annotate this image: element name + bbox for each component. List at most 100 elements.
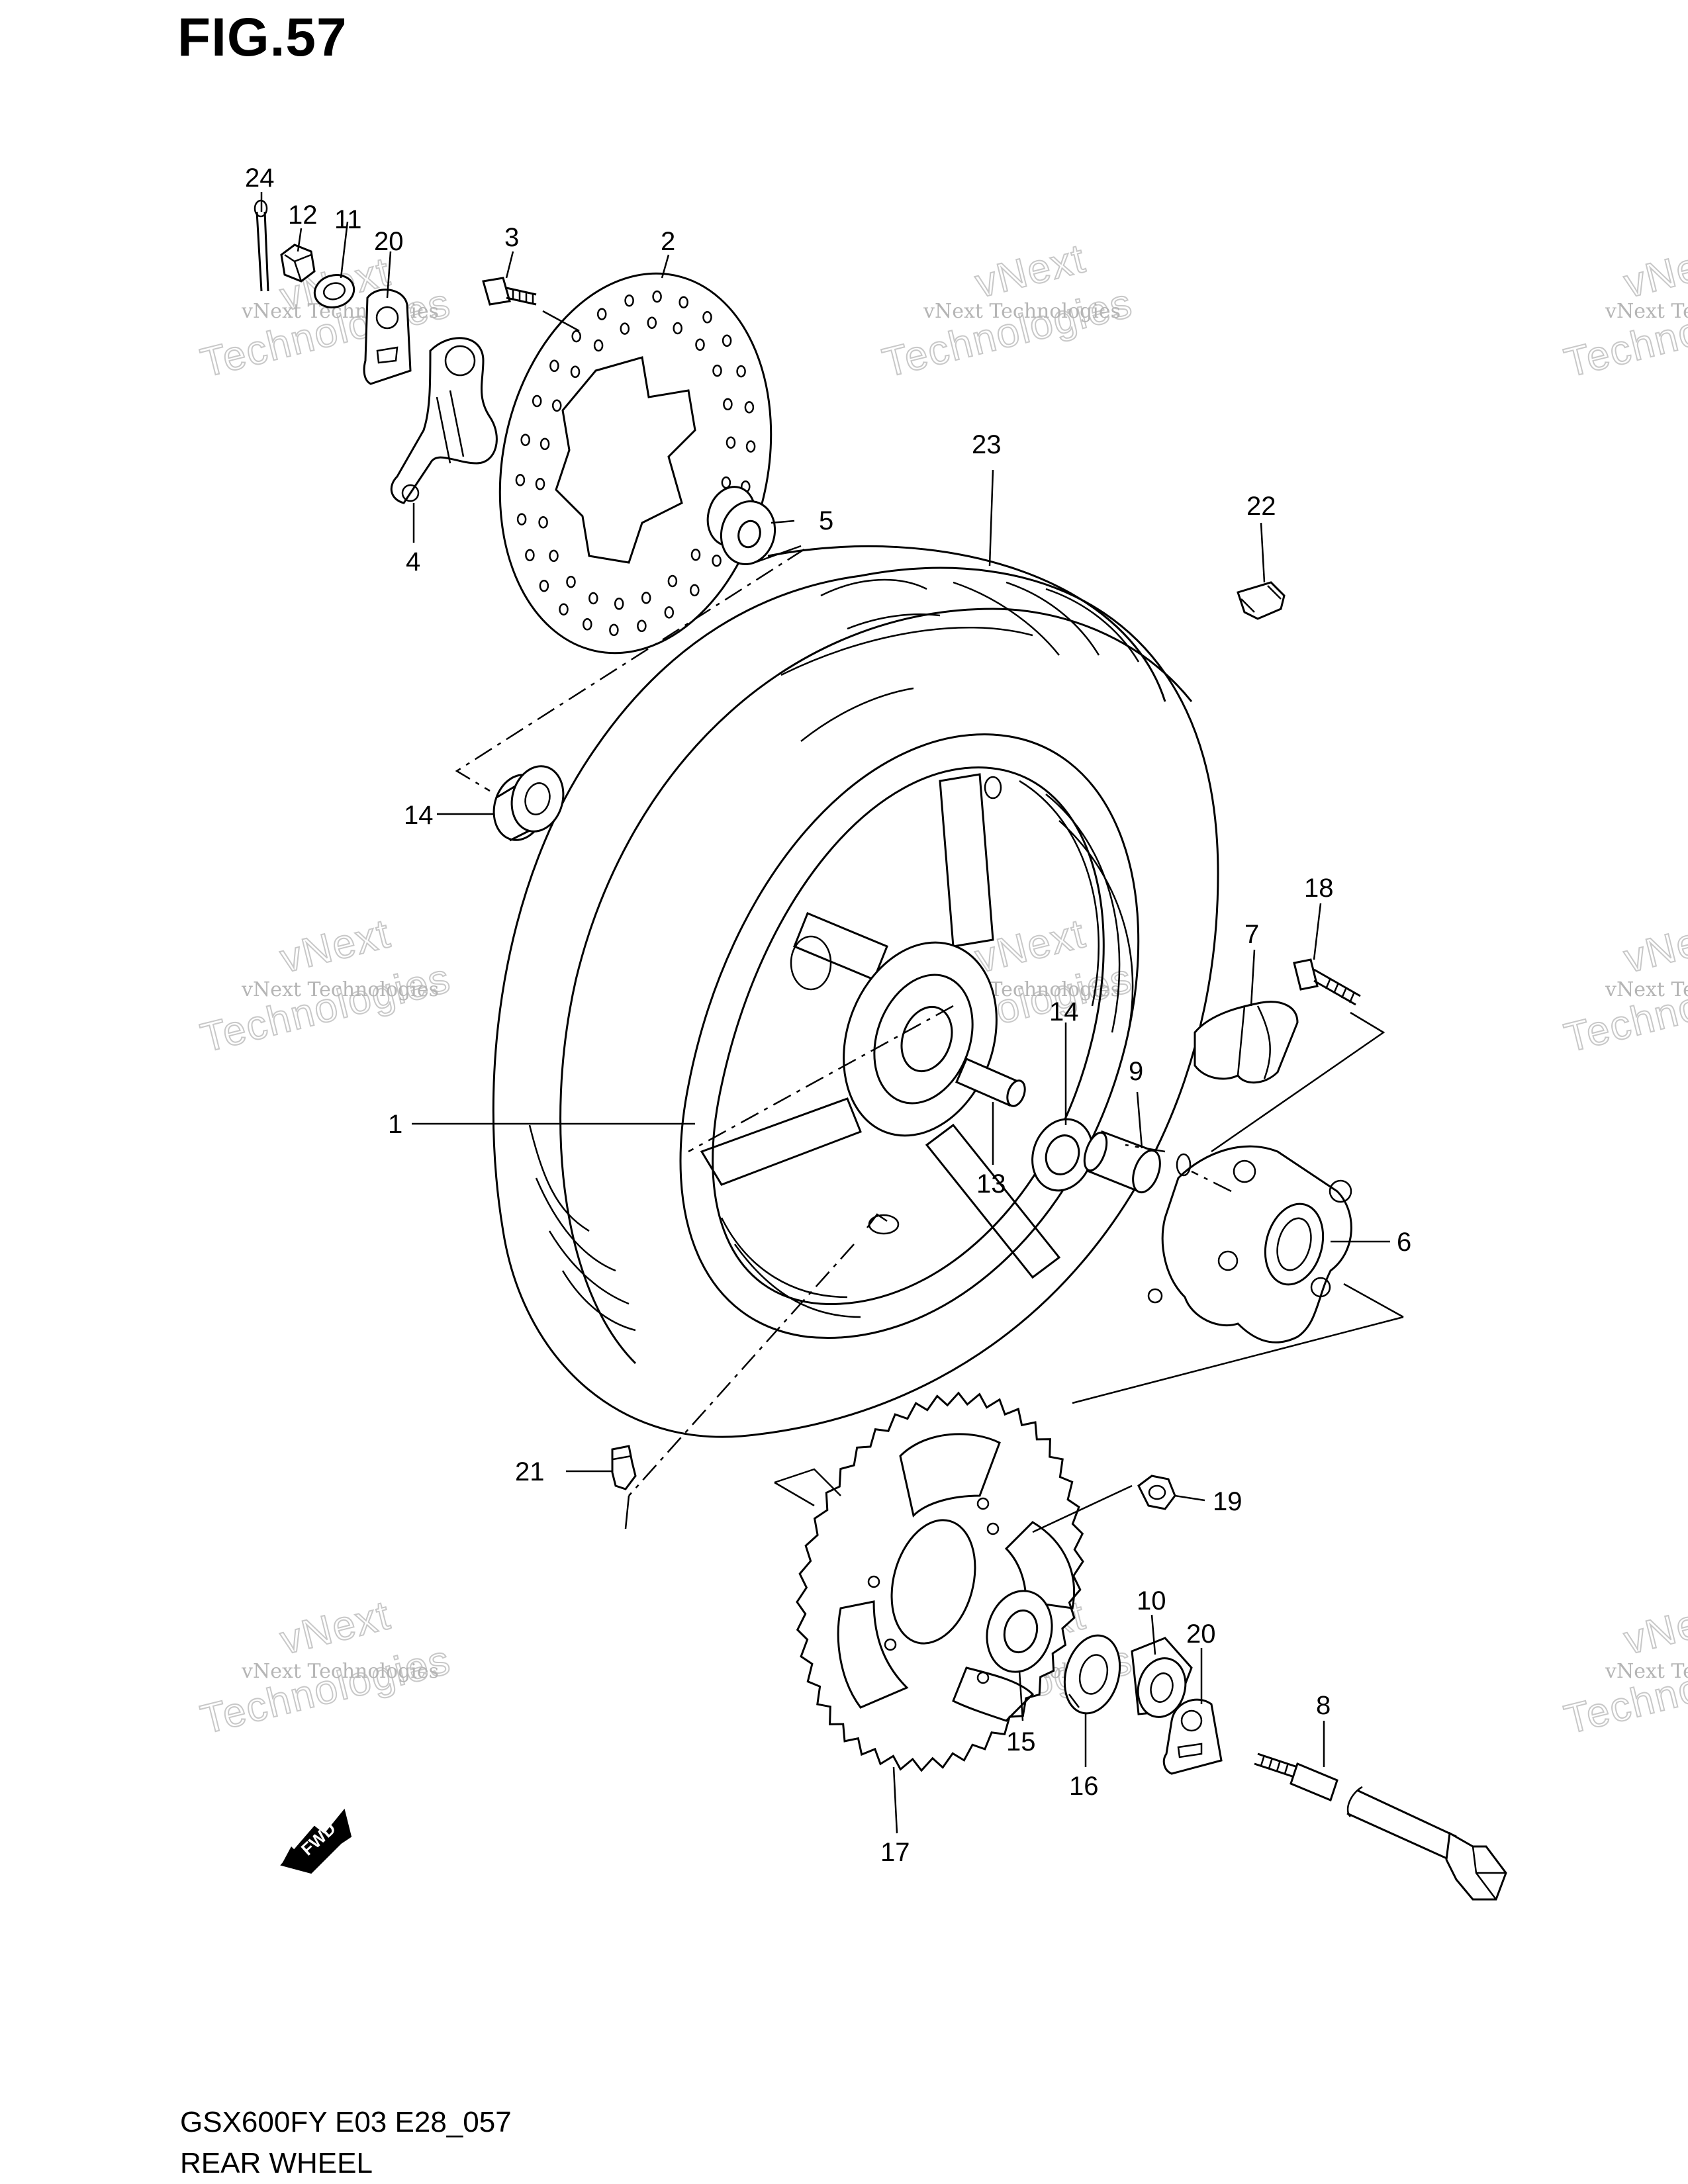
- disc-hole: [641, 592, 651, 604]
- washer-part-11: [313, 274, 355, 308]
- disc-hole: [624, 294, 634, 307]
- disc-hole: [712, 554, 722, 567]
- disc-hole: [712, 364, 722, 377]
- watermark-text: vNext: [1620, 236, 1688, 307]
- callout-3: 3: [504, 223, 519, 252]
- chain-adjuster-part-20-left: [363, 289, 412, 385]
- caliper-bracket-part-4: [390, 337, 498, 504]
- watermark: vNext Technologies vNext Technologies: [1560, 1592, 1688, 1744]
- callout-10: 10: [1137, 1586, 1166, 1615]
- disc-bolt-part-3: [482, 277, 537, 306]
- disc-hole: [596, 308, 607, 320]
- balance-clip-part-23: [1237, 581, 1286, 620]
- disc-hole: [723, 398, 733, 411]
- cotter-pin-part-24: [254, 199, 269, 292]
- watermark: vNext Technologies vNext Technologies: [1560, 235, 1688, 387]
- callout-8: 8: [1316, 1691, 1331, 1720]
- wheel-bearing-part-14-left: [492, 765, 565, 842]
- disc-hole: [516, 513, 527, 525]
- brake-disc-part-2: [498, 272, 773, 655]
- callout-19: 19: [1213, 1487, 1243, 1516]
- disc-hole: [722, 334, 732, 347]
- disc-hole: [664, 606, 675, 619]
- disc-hole: [566, 575, 576, 588]
- watermark-text: vNext Technologies: [923, 300, 1121, 323]
- wheel-bearing-part-14-right: [1031, 1118, 1094, 1192]
- assembly-lines: [455, 310, 1404, 1708]
- disc-hole: [620, 322, 630, 335]
- disc-hole: [588, 592, 598, 605]
- callout-14-right: 14: [1049, 997, 1079, 1026]
- bolt-part-18: [1293, 958, 1361, 1006]
- callout-6: 6: [1397, 1228, 1411, 1257]
- callout-18: 18: [1304, 874, 1334, 903]
- watermark: vNext Technologies vNext Technologies: [196, 1592, 456, 1744]
- watermark-text: vNext: [1620, 911, 1688, 982]
- disc-hole: [702, 311, 712, 324]
- spacer-part-10: [1131, 1637, 1193, 1718]
- disc-hole: [744, 401, 755, 414]
- watermark: vNext Technologies vNext Technologies: [878, 235, 1138, 387]
- disc-hole: [549, 359, 559, 373]
- spacer-part-16: [1063, 1634, 1121, 1715]
- disc-hole: [690, 548, 701, 561]
- callout-20-upper: 20: [374, 227, 404, 256]
- callout-22: 21: [515, 1457, 545, 1486]
- callout-5: 5: [819, 506, 833, 535]
- watermark: vNext Technologies vNext Technologies: [1560, 910, 1688, 1062]
- sprocket-nut-part-19: [1137, 1475, 1176, 1510]
- disc-hole: [673, 322, 682, 335]
- callout-15: 15: [1006, 1727, 1036, 1756]
- callout-14-left: 14: [404, 801, 434, 830]
- disc-hole: [614, 598, 624, 610]
- tire-valve-part-22: [611, 1445, 637, 1490]
- rear-sprocket-part-17: [796, 1391, 1084, 1772]
- sprocket-bearing-part-15: [986, 1590, 1053, 1673]
- watermark-text: vNext: [1620, 1592, 1688, 1664]
- disc-hole: [690, 584, 700, 597]
- callout-4: 4: [406, 547, 420, 576]
- disc-hole: [571, 330, 581, 343]
- disc-hole: [695, 338, 705, 351]
- disc-hole: [593, 339, 604, 352]
- watermark-text: vNext: [276, 1592, 395, 1664]
- spacer-part-9: [1083, 1130, 1161, 1194]
- chain-adjuster-part-20-right: [1162, 1698, 1223, 1775]
- watermark-text: vNext Technologies: [1605, 978, 1688, 1001]
- disc-hole: [667, 574, 678, 588]
- watermark-text: vNext: [276, 911, 395, 982]
- disc-hole: [637, 619, 647, 633]
- disc-hole: [609, 623, 619, 637]
- wheel-rim-part-1: [679, 733, 1140, 1339]
- callout-11: 11: [334, 205, 362, 234]
- adjuster-bolt-part-8: [1254, 1752, 1507, 1901]
- watermark: vNext Technologies vNext Technologies: [196, 910, 456, 1062]
- callout-13: 13: [976, 1169, 1006, 1199]
- callout-24: 24: [245, 163, 275, 193]
- figure-name: REAR WHEEL: [180, 2147, 373, 2179]
- disc-hole: [525, 549, 535, 562]
- callout-2: 2: [661, 227, 675, 256]
- disc-hole: [679, 296, 688, 308]
- callout-23: 22: [1246, 492, 1276, 521]
- disc-hole: [532, 394, 542, 408]
- watermark-text: vNext Technologies: [241, 978, 439, 1001]
- callout-16: 16: [1069, 1772, 1099, 1801]
- callout-labels: 24 12 11 20 3 2 4 5 23 22 14 18 7 1 14 9…: [245, 163, 1411, 1867]
- disc-hole: [549, 549, 559, 563]
- hub-damper-part-7: [1194, 1001, 1299, 1084]
- callout-21: 23: [972, 430, 1002, 459]
- figure-title: FIG.57: [177, 7, 348, 68]
- watermark-text: vNext Technologies: [1605, 300, 1688, 323]
- disc-hole: [726, 436, 736, 449]
- disc-hole: [520, 433, 530, 446]
- disc-hole: [583, 618, 592, 631]
- watermark-text: vNext Technologies: [241, 1660, 439, 1683]
- watermark-text: vNext Technologies: [1605, 1660, 1688, 1683]
- forward-direction-badge: FWD: [280, 1808, 352, 1874]
- disc-hole: [535, 478, 545, 490]
- disc-hole: [570, 365, 581, 379]
- figure-code: GSX600FY E03 E28_057: [180, 2106, 512, 2138]
- leader-lines: [260, 192, 1390, 1834]
